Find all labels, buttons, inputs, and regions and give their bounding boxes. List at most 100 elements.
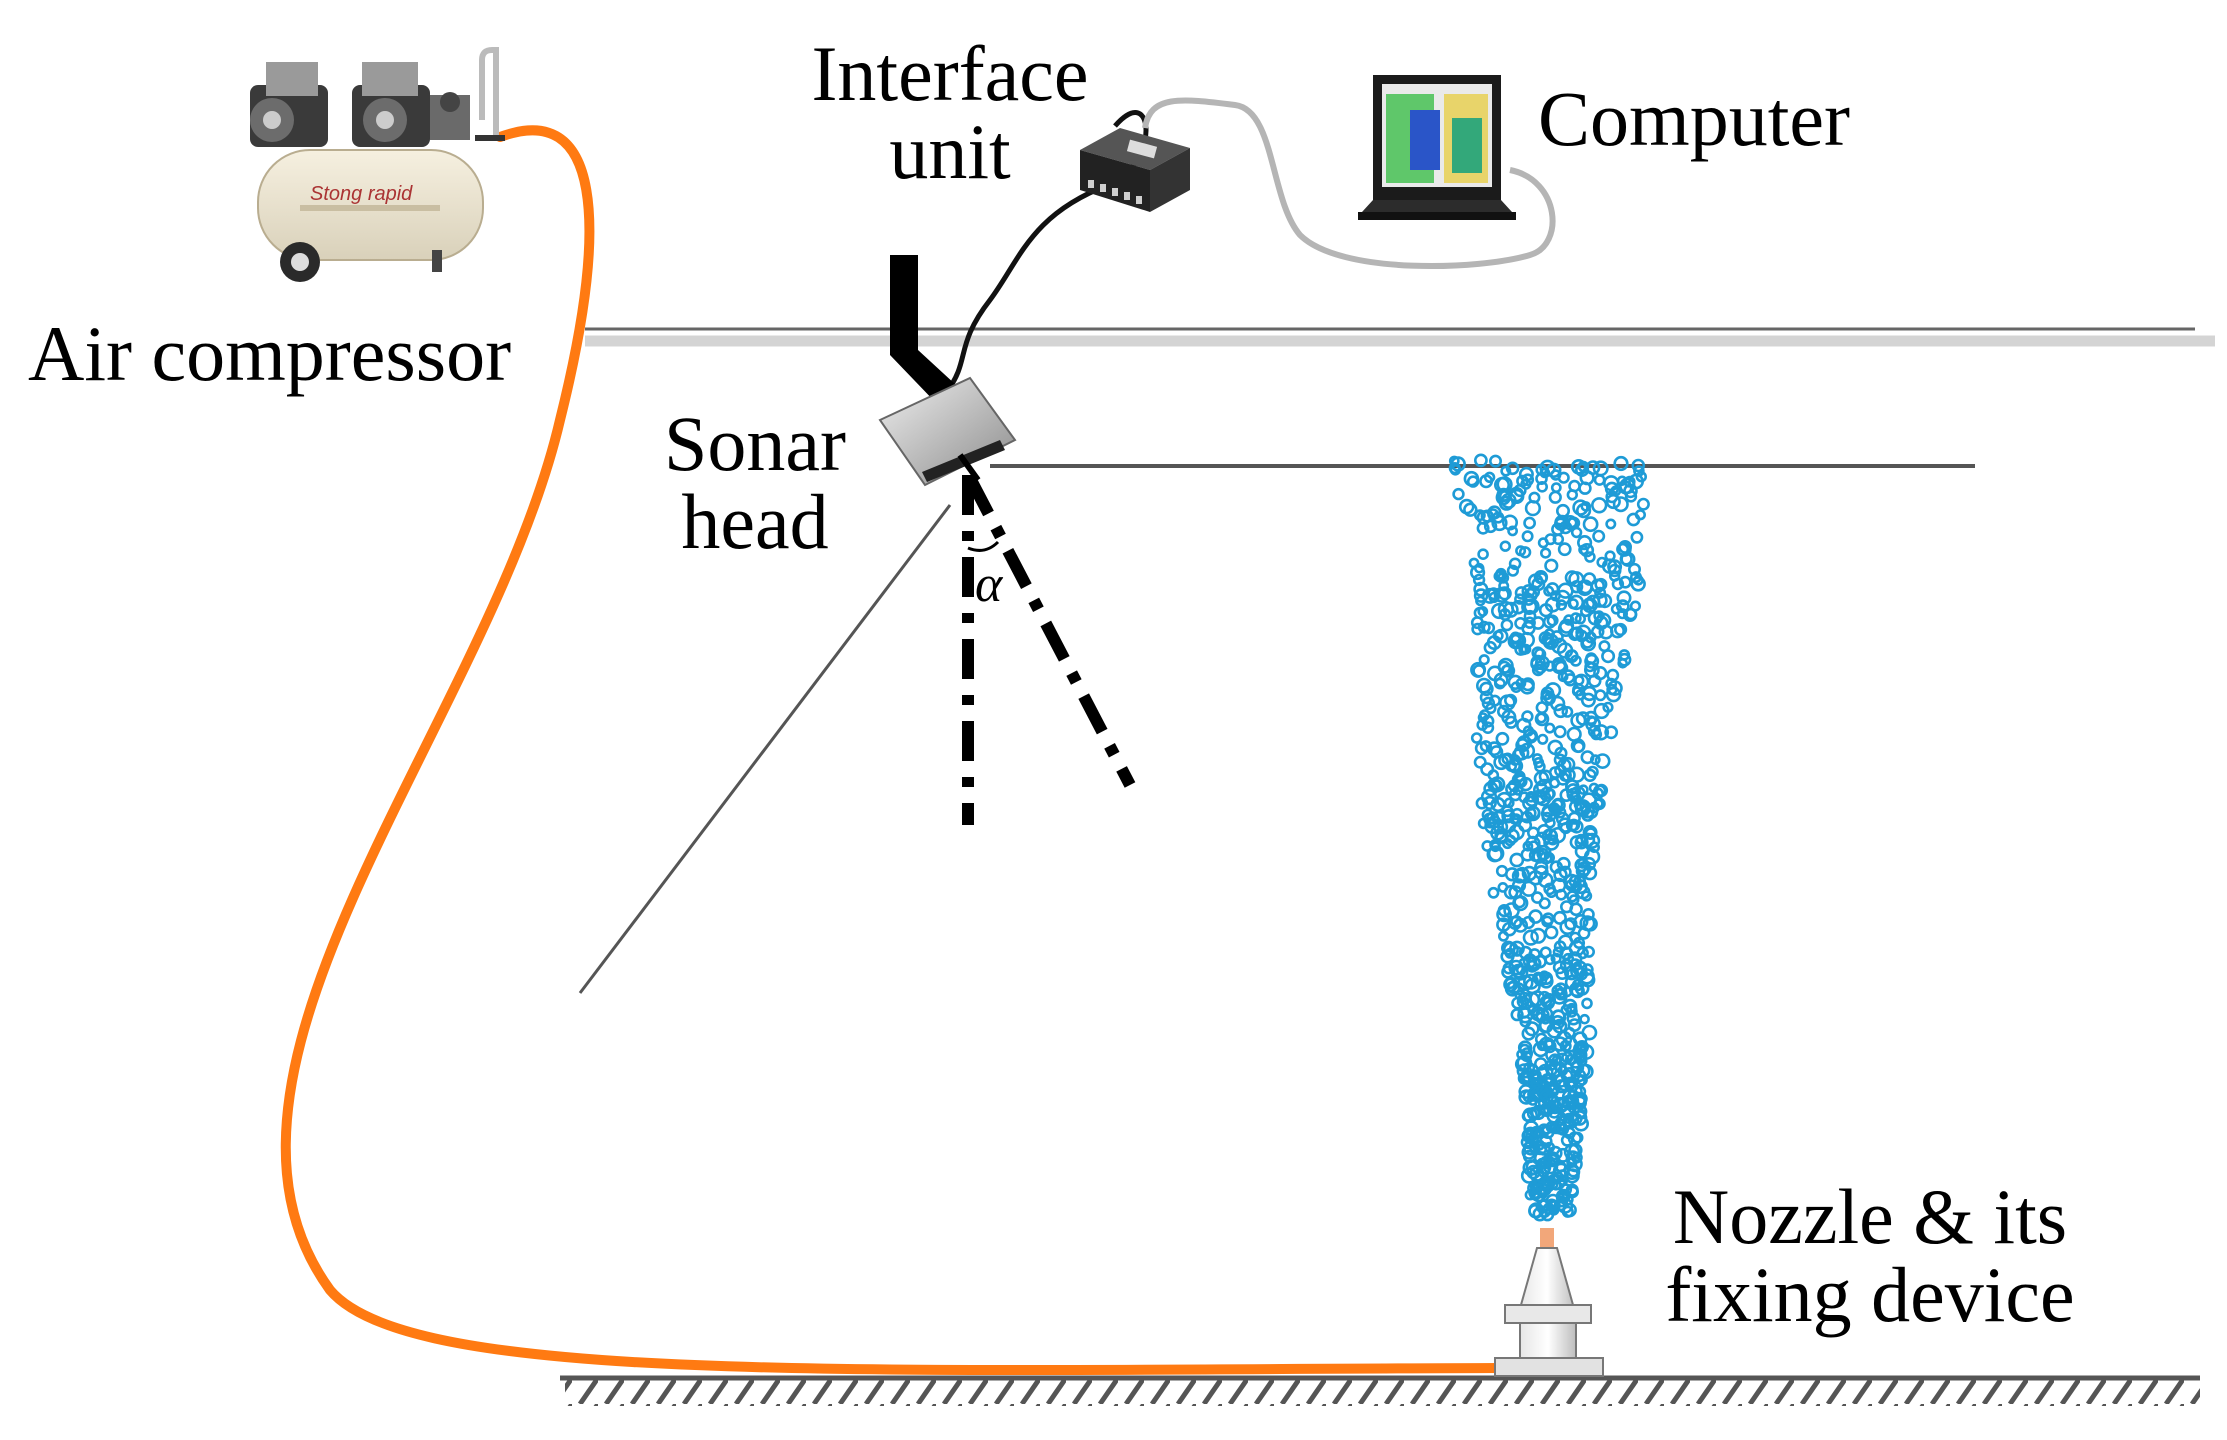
bubble	[1520, 677, 1535, 692]
bubble	[1612, 496, 1629, 513]
bubble	[1474, 562, 1485, 574]
bubble	[1503, 693, 1518, 708]
bubble	[1518, 776, 1533, 792]
bubble	[1497, 882, 1509, 893]
bubble	[1575, 503, 1592, 519]
bubble	[1549, 695, 1566, 712]
bubble	[1472, 573, 1486, 587]
bubble	[1528, 491, 1541, 504]
bubble	[1546, 462, 1562, 478]
bubble	[1549, 469, 1562, 481]
bubble	[1581, 997, 1593, 1010]
bubble	[1502, 941, 1519, 958]
sonar-head-label-line1: Sonar	[664, 400, 846, 487]
bubble	[1477, 548, 1489, 561]
bubble	[1497, 903, 1511, 918]
bubble	[1511, 748, 1526, 762]
bubble	[1563, 1143, 1581, 1161]
bubble	[1566, 726, 1582, 742]
bubble	[1480, 788, 1498, 806]
bubble	[1618, 575, 1632, 589]
computer-label: Computer	[1538, 75, 1850, 162]
bubble	[1557, 620, 1574, 638]
air-compressor-label: Air compressor	[28, 310, 512, 397]
bubble	[1563, 1126, 1576, 1140]
bubble	[1502, 514, 1519, 531]
bubble	[1486, 845, 1503, 863]
bubble	[1556, 856, 1571, 871]
bubble-plume	[1448, 453, 1650, 1222]
bubble	[1479, 474, 1494, 489]
bubble	[1525, 835, 1541, 852]
interface-unit-icon	[1080, 128, 1190, 212]
bubble	[1572, 740, 1585, 753]
bubble	[1516, 735, 1532, 751]
bubble	[1520, 643, 1532, 655]
bubble	[1580, 890, 1593, 902]
bubble	[1531, 663, 1545, 677]
bubble	[1569, 931, 1582, 944]
interface-unit-label-line2: unit	[889, 108, 1011, 195]
bubble	[1575, 624, 1592, 641]
bubble	[1607, 559, 1623, 575]
bubble	[1582, 945, 1595, 958]
bubble	[1566, 517, 1578, 529]
bubble	[1568, 1142, 1583, 1158]
bubble	[1567, 1018, 1582, 1032]
bubble	[1530, 1104, 1546, 1121]
bubble	[1544, 722, 1556, 734]
bubble	[1569, 835, 1585, 850]
nozzle-label: Nozzle & its fixing device	[1620, 1178, 2120, 1334]
bubble	[1474, 741, 1489, 756]
bubble	[1548, 1145, 1563, 1161]
bubble	[1475, 595, 1486, 607]
bubble	[1514, 989, 1526, 1001]
bubble	[1508, 557, 1522, 571]
bubble	[1521, 584, 1536, 599]
bubble	[1538, 603, 1554, 618]
bubble	[1567, 1089, 1579, 1101]
bubble	[1572, 499, 1589, 516]
bubble	[1500, 465, 1512, 477]
bubble	[1530, 654, 1546, 671]
bubble	[1533, 647, 1547, 661]
bubble	[1506, 564, 1519, 577]
bubble	[1480, 509, 1494, 523]
bubble	[1569, 612, 1582, 625]
bubble	[1550, 952, 1562, 965]
bubble	[1574, 613, 1586, 625]
bubble	[1555, 1147, 1571, 1163]
bubble	[1548, 490, 1562, 504]
bubble	[1520, 880, 1537, 897]
bubble	[1469, 564, 1486, 581]
bubble	[1552, 1121, 1567, 1135]
bubble	[1524, 977, 1541, 995]
bubble	[1594, 689, 1607, 702]
bubble	[1610, 623, 1626, 639]
computer-icon	[1358, 75, 1516, 220]
bubble	[1484, 818, 1501, 835]
bubble	[1551, 877, 1567, 893]
angle-alpha-label: α	[975, 556, 1003, 613]
tilted-beam-axis	[964, 475, 1136, 788]
bubble	[1582, 865, 1598, 881]
bubble	[1582, 516, 1599, 533]
bubble	[1588, 841, 1600, 854]
bubble	[1585, 652, 1598, 665]
bubble	[1580, 692, 1596, 708]
bubble	[1539, 547, 1552, 559]
bubble	[1492, 819, 1509, 835]
bubble	[1473, 588, 1489, 603]
sonar-head-label: Sonar head	[640, 405, 870, 561]
bubble	[1510, 963, 1526, 979]
bubble	[1501, 818, 1517, 834]
bubble	[1509, 632, 1527, 649]
bubble	[1610, 603, 1622, 615]
bubble	[1593, 797, 1606, 811]
bubble	[1567, 598, 1579, 610]
bubble	[1582, 908, 1595, 921]
bubble	[1535, 701, 1549, 714]
bubble	[1498, 608, 1512, 621]
bubble	[1531, 1183, 1543, 1195]
bubble	[1493, 586, 1510, 603]
